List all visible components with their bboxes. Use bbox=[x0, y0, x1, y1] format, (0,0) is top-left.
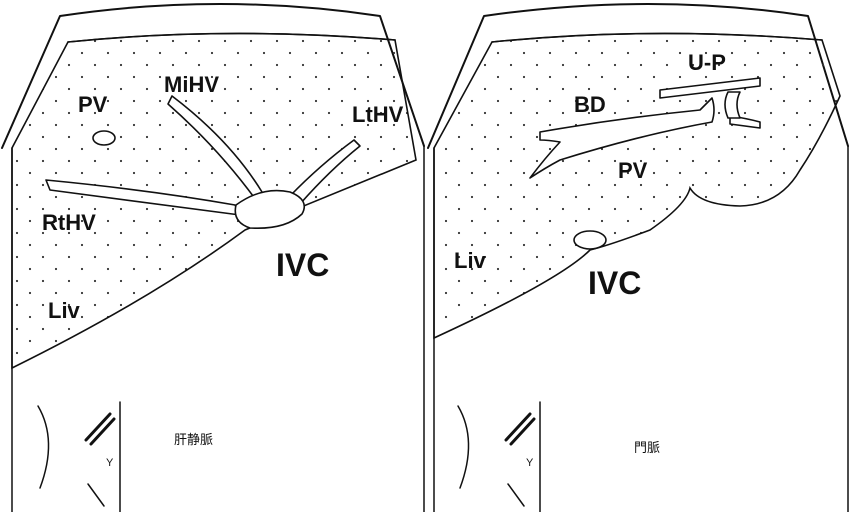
right-label-liv: Liv bbox=[454, 248, 487, 273]
left-label-pv: PV bbox=[78, 92, 108, 117]
left-inset-body-curve bbox=[38, 406, 49, 488]
left-label-rthv: RtHV bbox=[42, 210, 96, 235]
right-caption: 門脈 bbox=[634, 441, 660, 456]
left-panel: PV MiHV LtHV RtHV IVC Liv Y 肝静脈 bbox=[2, 4, 424, 512]
right-label-ivc: IVC bbox=[588, 265, 641, 301]
right-up-branch bbox=[725, 92, 740, 118]
left-label-ivc: IVC bbox=[276, 247, 329, 283]
right-inset-beam-line bbox=[508, 484, 524, 506]
left-caption: 肝静脈 bbox=[174, 433, 213, 448]
right-ivc-ellipse bbox=[574, 231, 606, 249]
left-label-liv: Liv bbox=[48, 298, 81, 323]
left-pv-ellipse bbox=[93, 131, 115, 145]
right-probe-mark: Y bbox=[526, 457, 534, 469]
right-label-pv: PV bbox=[618, 158, 648, 183]
right-panel: U-P BD PV IVC Liv Y 門脈 bbox=[428, 4, 848, 512]
right-label-up: U-P bbox=[688, 50, 726, 75]
left-label-lthv: LtHV bbox=[352, 102, 404, 127]
right-probe-icon bbox=[506, 414, 534, 444]
left-inset-beam-line bbox=[88, 484, 104, 506]
left-probe-icon bbox=[86, 414, 114, 444]
left-label-mihv: MiHV bbox=[164, 72, 219, 97]
right-label-bd: BD bbox=[574, 92, 606, 117]
left-probe-mark: Y bbox=[106, 457, 114, 469]
right-inset-body-curve bbox=[458, 406, 469, 488]
